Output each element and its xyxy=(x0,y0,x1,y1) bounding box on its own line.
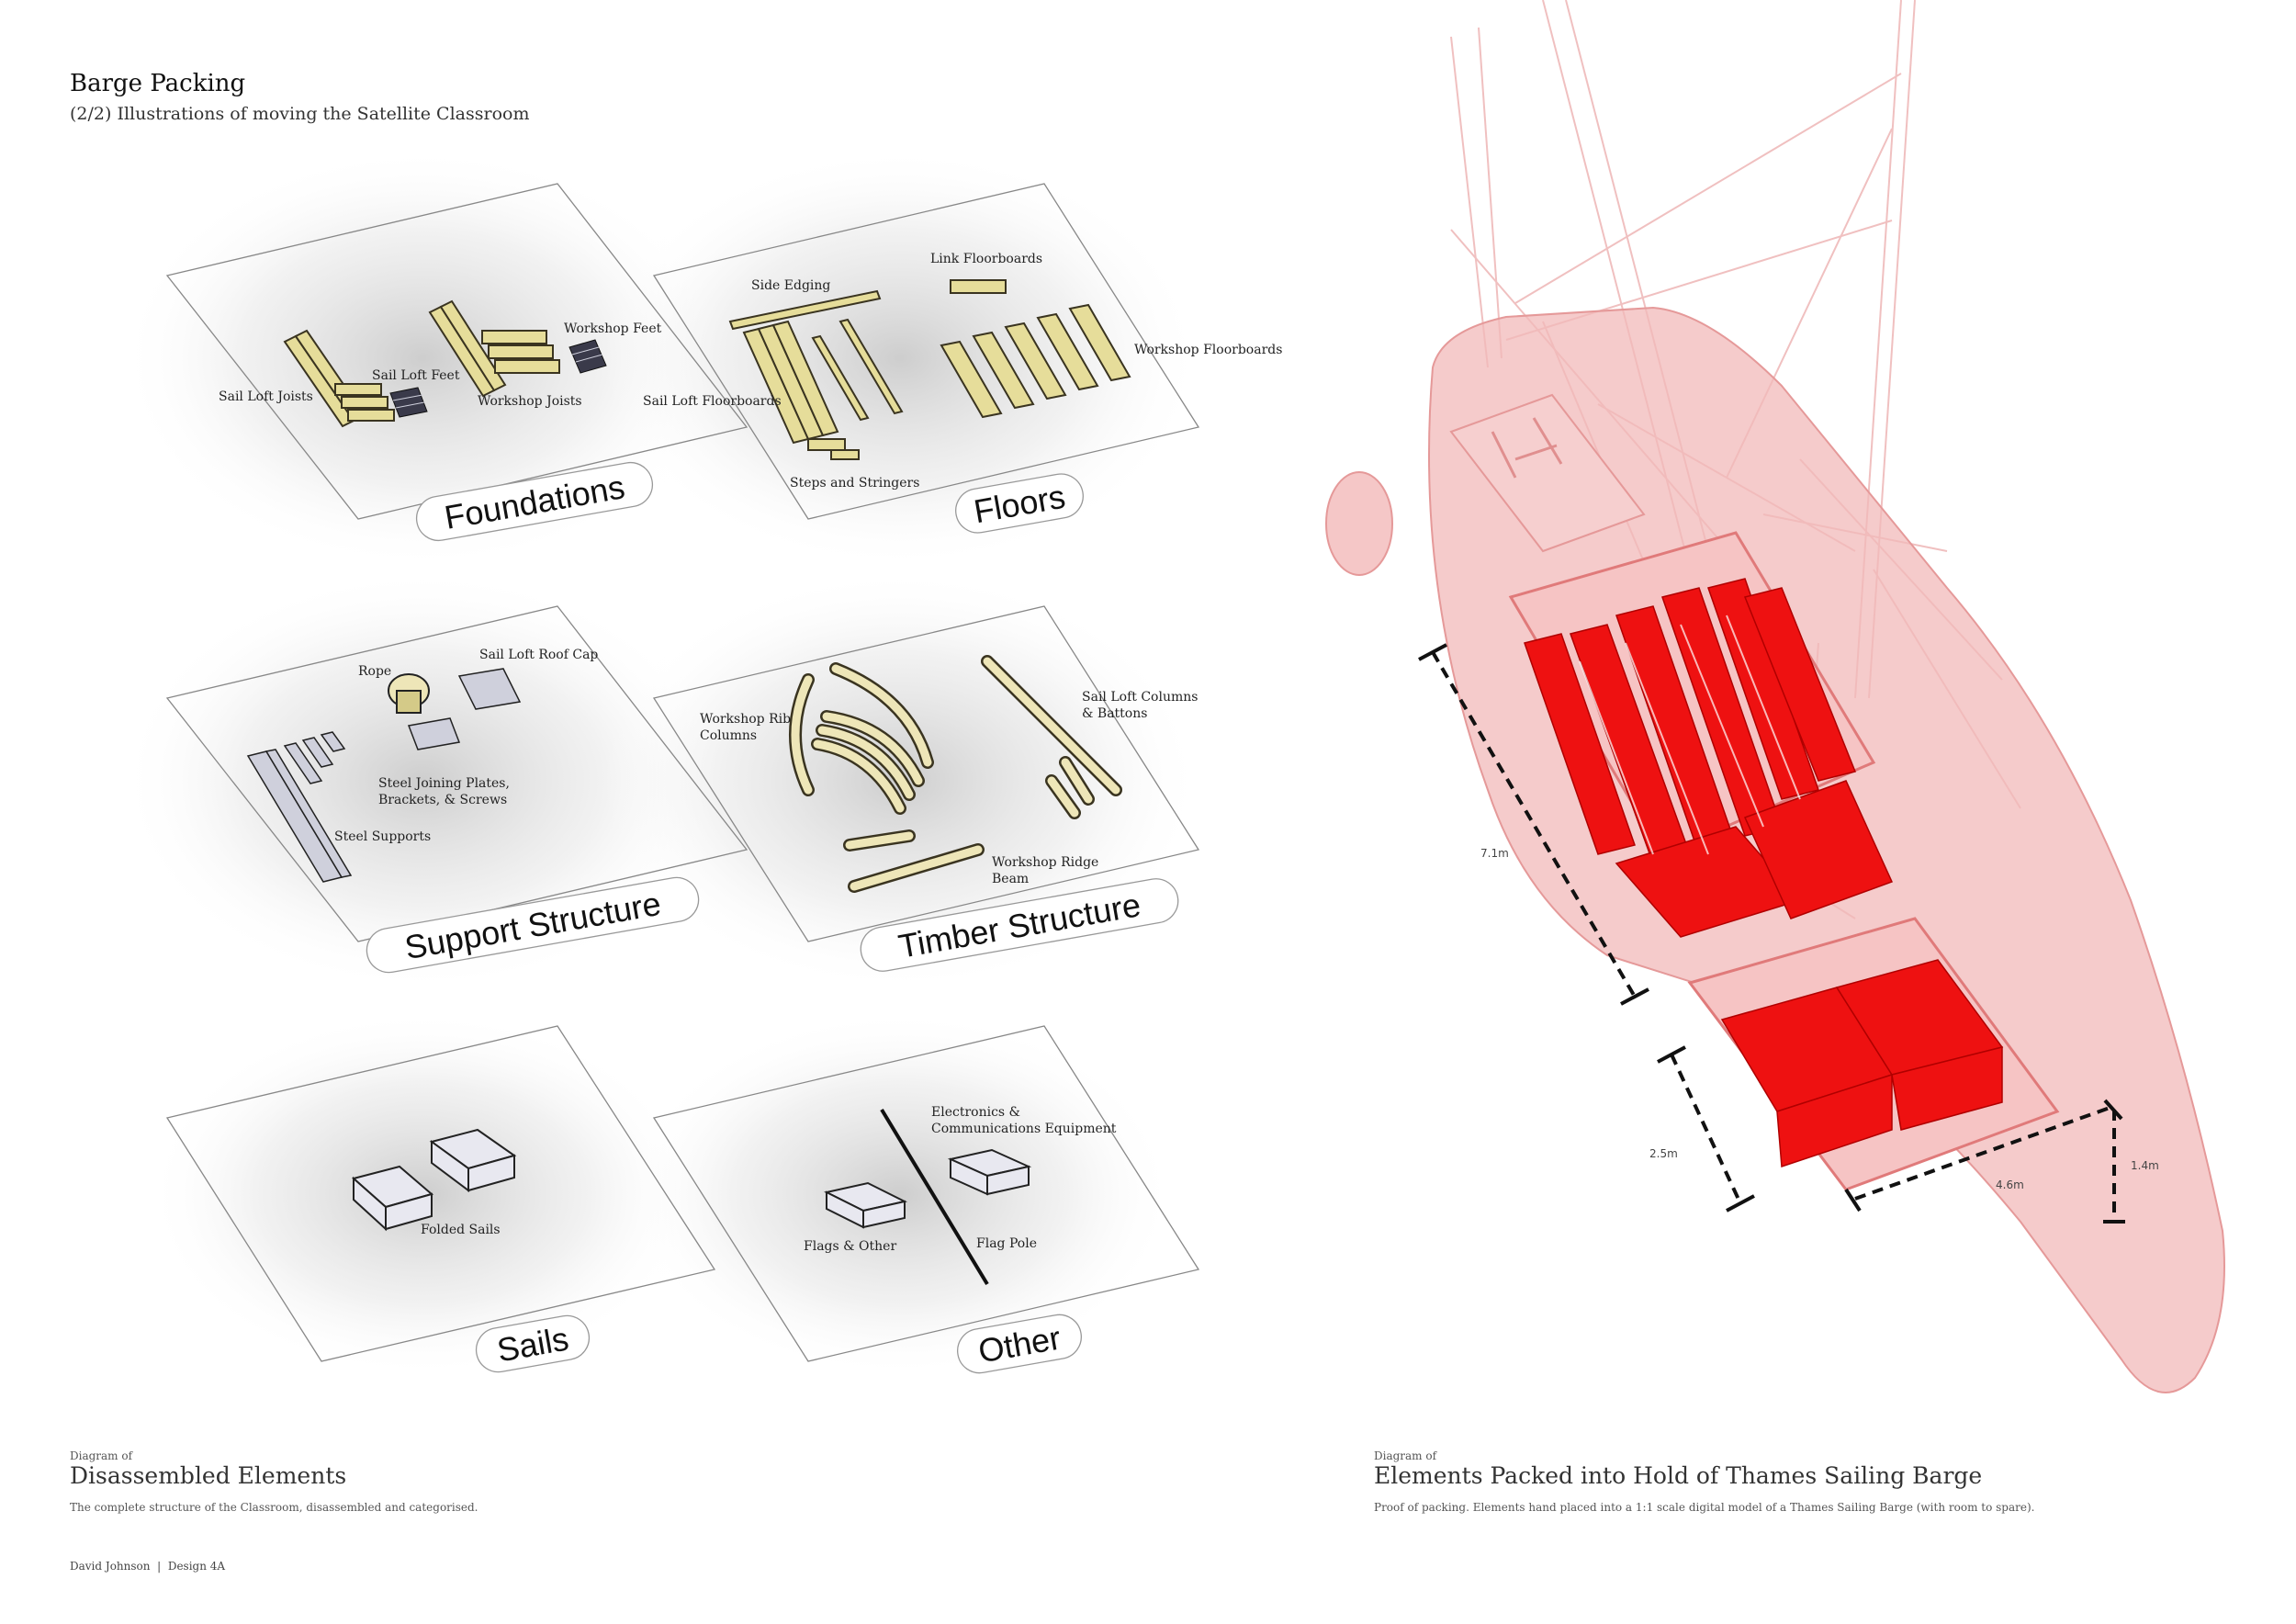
shadow xyxy=(625,1010,1176,1378)
label-workshop-floorboards: Workshop Floorboards xyxy=(1134,343,1283,357)
cabin xyxy=(1449,393,1646,553)
caption-right-title: Elements Packed into Hold of Thames Sail… xyxy=(1374,1462,1983,1489)
plate-sails xyxy=(165,1025,716,1362)
shadow xyxy=(119,570,726,992)
footer-course: Design 4A xyxy=(167,1560,226,1573)
pill-other: Other xyxy=(957,1314,1082,1374)
shadow xyxy=(119,147,726,570)
caption-right-small: Diagram of xyxy=(1374,1449,1437,1462)
label-side-edging: Side Edging xyxy=(751,278,831,293)
label-rope: Rope xyxy=(358,664,392,679)
label-steel-joining-plates: Steel Joining Plates, Brackets, & Screws xyxy=(378,776,510,807)
caption-left-small: Diagram of xyxy=(70,1449,133,1462)
plate-timber xyxy=(652,605,1200,942)
label-electronics: Electronics & Communications Equipment xyxy=(931,1105,1117,1136)
plate-support xyxy=(165,605,748,942)
label-workshop-ridge-beam: Workshop Ridge Beam xyxy=(992,855,1099,886)
caption-left-desc: The complete structure of the Classroom,… xyxy=(70,1501,478,1514)
label-sail-loft-feet: Sail Loft Feet xyxy=(372,368,460,383)
other-objects xyxy=(824,1108,1032,1286)
label-steel-supports: Steel Supports xyxy=(334,829,432,844)
label-sail-loft-floorboards: Sail Loft Floorboards xyxy=(643,394,782,409)
barge-diagram xyxy=(1325,0,2225,1393)
lifeboat xyxy=(1325,471,1393,576)
dimension-width: 4.6m xyxy=(1996,1179,2024,1191)
footer: David Johnson | Design 4A xyxy=(70,1560,225,1573)
shadow xyxy=(597,147,1203,570)
timber-objects xyxy=(789,655,1122,893)
page-title: Barge Packing xyxy=(70,70,246,97)
label-folded-sails: Folded Sails xyxy=(421,1223,501,1237)
plate-foundations xyxy=(165,183,748,520)
packed-elements xyxy=(1524,578,2004,1168)
label-workshop-feet: Workshop Feet xyxy=(564,321,662,336)
floors-objects xyxy=(728,279,1131,460)
caption-right-desc: Proof of packing. Elements hand placed i… xyxy=(1374,1501,2035,1514)
label-flag-pole: Flag Pole xyxy=(976,1236,1037,1251)
dimension-lines xyxy=(1431,650,2116,1222)
label-workshop-rib-columns: Workshop Rib Columns xyxy=(700,712,792,743)
pill-sails: Sails xyxy=(475,1314,591,1373)
caption-left-title: Disassembled Elements xyxy=(70,1462,347,1489)
label-sail-loft-roof-cap: Sail Loft Roof Cap xyxy=(479,648,599,662)
dimension-length: 7.1m xyxy=(1480,847,1509,860)
disassembled-diagram: Foundations Floors Support Structure Tim… xyxy=(119,147,1203,1378)
label-steps-and-stringers: Steps and Stringers xyxy=(790,476,920,491)
dimension-hold-length: 2.5m xyxy=(1649,1147,1678,1160)
label-sail-loft-joists: Sail Loft Joists xyxy=(219,389,313,404)
plate-floors xyxy=(652,183,1200,520)
label-sail-loft-columns: Sail Loft Columns & Battons xyxy=(1082,690,1199,721)
sails-objects xyxy=(351,1128,517,1232)
support-objects xyxy=(246,668,522,883)
footer-separator: | xyxy=(153,1560,164,1573)
page-subtitle: (2/2) Illustrations of moving the Satell… xyxy=(70,104,530,124)
dimension-depth: 1.4m xyxy=(2131,1159,2159,1172)
footer-author: David Johnson xyxy=(70,1560,151,1573)
label-flags-other: Flags & Other xyxy=(804,1239,897,1254)
label-workshop-joists: Workshop Joists xyxy=(478,394,582,409)
plate-other xyxy=(652,1025,1200,1362)
foundations-objects xyxy=(283,299,607,428)
label-link-floorboards: Link Floorboards xyxy=(930,252,1043,266)
